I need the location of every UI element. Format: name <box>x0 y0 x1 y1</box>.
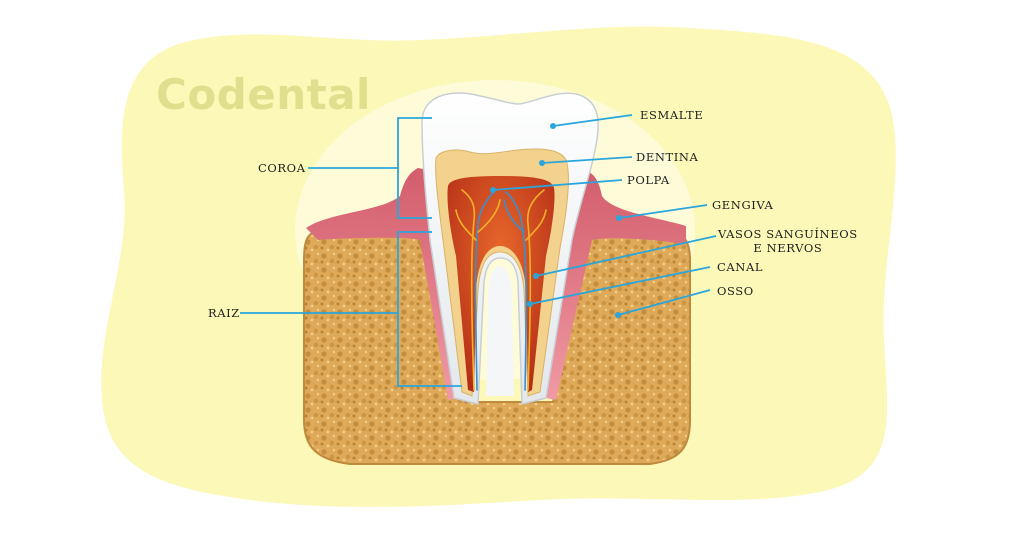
bracket-raiz <box>397 231 462 387</box>
label-polpa: POLPA <box>627 173 670 187</box>
label-raiz: RAIZ <box>208 306 240 320</box>
label-osso: OSSO <box>717 284 754 298</box>
leader-dots <box>490 123 622 318</box>
leader-vasos <box>535 235 717 277</box>
brand-logo: Codental <box>156 70 371 119</box>
label-vasos-nervos: VASOS SANGUÍNEOS E NERVOS <box>718 227 858 255</box>
leader-esmalte <box>552 114 633 127</box>
label-vasos-line2: E NERVOS <box>753 241 823 255</box>
gum <box>306 168 458 400</box>
label-esmalte: ESMALTE <box>640 108 704 122</box>
leader-osso <box>617 289 711 316</box>
gum-right <box>546 171 686 400</box>
label-gengiva: GENGIVA <box>712 198 774 212</box>
leader-lines <box>240 114 717 387</box>
vessels-nerves <box>455 189 547 391</box>
label-vasos-line1: VASOS SANGUÍNEOS <box>718 227 858 241</box>
label-coroa: COROA <box>258 161 306 175</box>
label-dentina: DENTINA <box>636 150 699 164</box>
leader-dentina <box>541 156 633 164</box>
label-canal: CANAL <box>717 260 764 274</box>
root-inner <box>486 266 514 396</box>
leader-polpa <box>492 179 623 191</box>
leader-canal <box>529 266 711 305</box>
leader-gengiva <box>618 204 708 219</box>
